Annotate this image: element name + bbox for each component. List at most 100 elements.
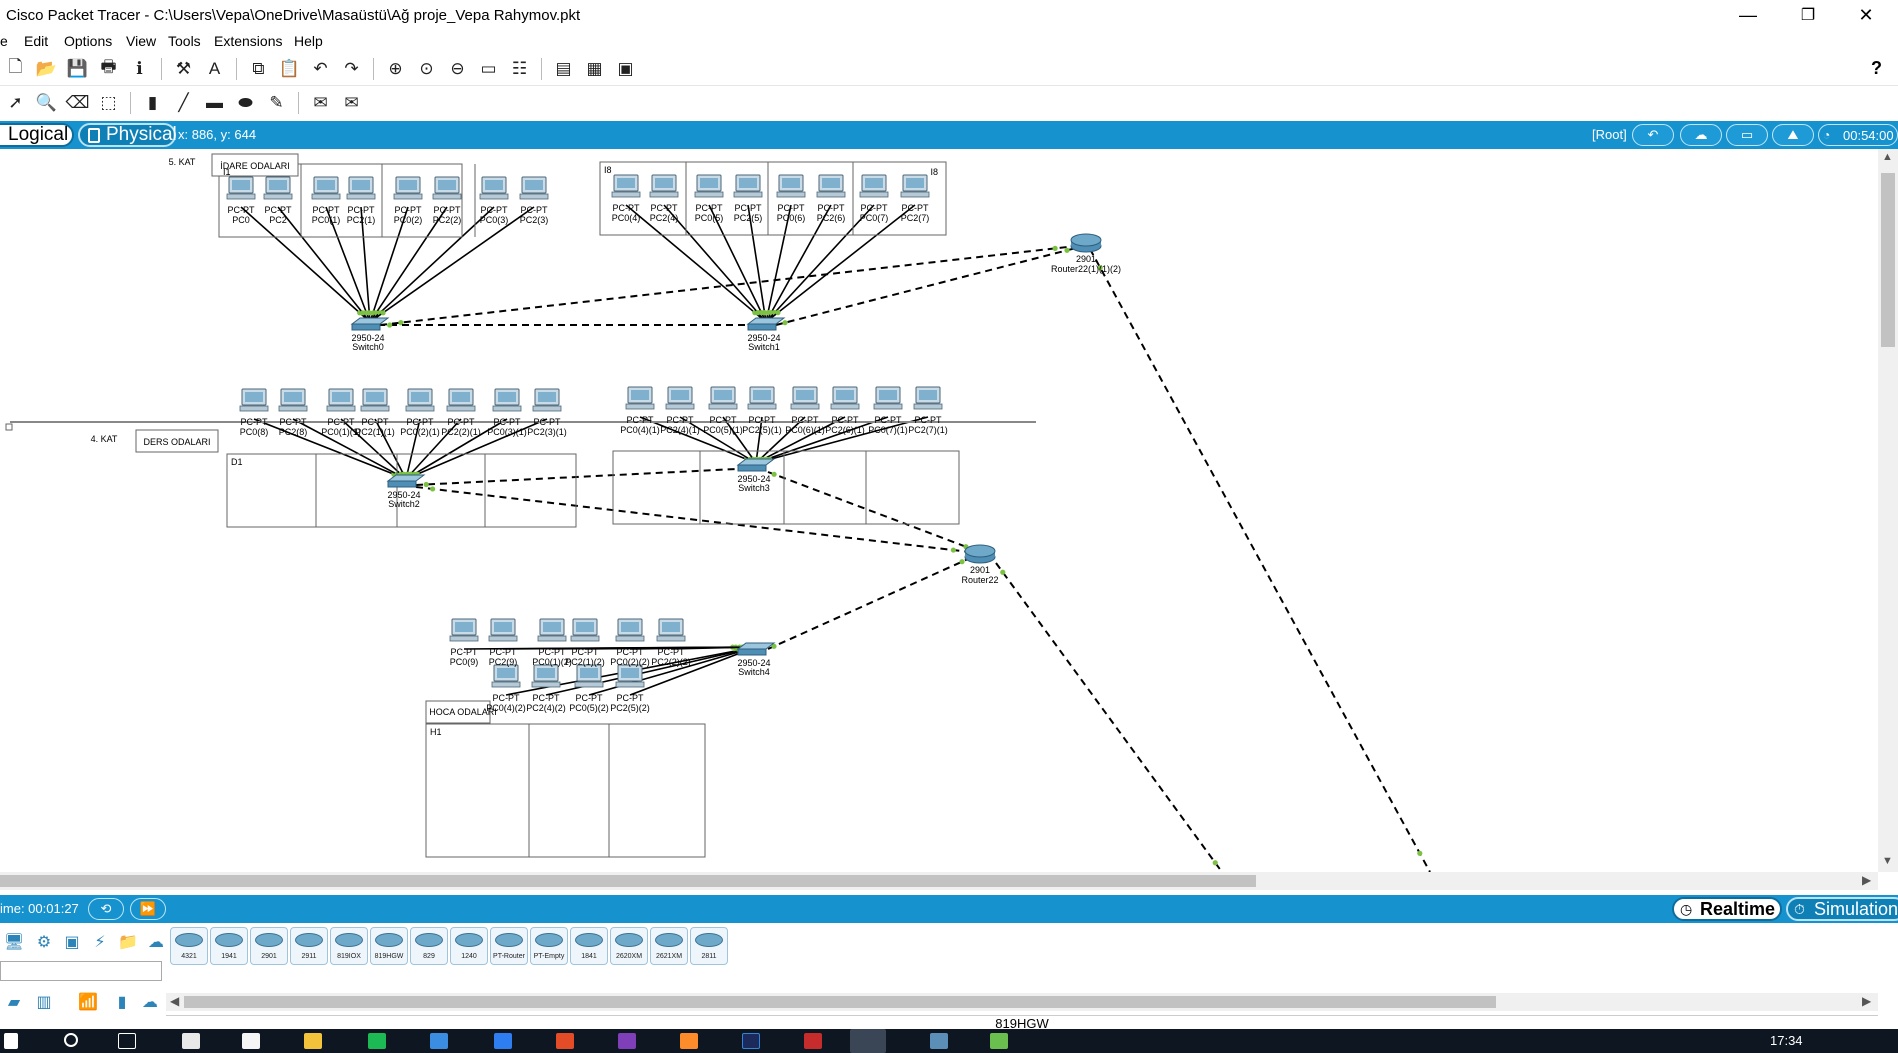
canvas-vertical-scrollbar[interactable]: ▲ ▼ xyxy=(1878,149,1898,872)
resize-icon[interactable]: ⬚ xyxy=(100,93,117,112)
close-button[interactable]: ✕ xyxy=(1858,4,1874,25)
packet-tracer-task-icon[interactable] xyxy=(850,1029,886,1053)
rectangle-icon[interactable]: ▬ xyxy=(206,93,223,112)
pc-icon[interactable] xyxy=(491,664,521,688)
device-pt-router[interactable]: PT-Router xyxy=(490,927,528,965)
simulation-mode-button[interactable]: ⏱ Simulation xyxy=(1786,897,1898,921)
pc-icon[interactable] xyxy=(537,618,567,642)
menu-item-extensions[interactable]: Extensions xyxy=(214,33,283,49)
router-icon[interactable]: ▣ xyxy=(64,934,80,951)
vertical-scroll-thumb[interactable] xyxy=(1881,173,1895,347)
start-icon[interactable] xyxy=(4,1033,18,1049)
ethernet-link[interactable] xyxy=(765,204,832,323)
device-829[interactable]: 829 xyxy=(410,927,448,965)
ethernet-link[interactable] xyxy=(405,418,548,480)
pc-icon[interactable] xyxy=(360,388,390,412)
browser-icon[interactable] xyxy=(990,1033,1008,1049)
note-icon[interactable]: ▮ xyxy=(147,93,158,112)
pc-icon[interactable] xyxy=(263,176,293,200)
pc-icon[interactable] xyxy=(574,664,604,688)
menu-item-view[interactable]: View xyxy=(126,33,157,49)
pc-icon[interactable] xyxy=(656,618,686,642)
pc-icon[interactable] xyxy=(531,664,561,688)
palette-scrollbar[interactable]: ◀ ▶ xyxy=(166,993,1878,1011)
ethernet-link[interactable] xyxy=(755,416,889,464)
pc-icon[interactable] xyxy=(479,176,509,200)
cluster-icon[interactable]: ☁ xyxy=(1680,124,1722,146)
ethernet-link[interactable] xyxy=(405,418,462,480)
select-icon[interactable]: ➚ xyxy=(8,93,23,112)
pc-icon[interactable] xyxy=(694,174,724,198)
pc-icon[interactable] xyxy=(615,664,645,688)
menu-item-e[interactable]: e xyxy=(0,33,8,49)
line-icon[interactable]: ╱ xyxy=(178,93,189,112)
ethernet-link[interactable] xyxy=(755,416,806,464)
ethernet-link[interactable] xyxy=(340,418,407,480)
device-2911[interactable]: 2911 xyxy=(290,927,328,965)
pc-icon[interactable] xyxy=(873,386,903,410)
device-pt-empty[interactable]: PT-Empty xyxy=(530,927,568,965)
ethernet-link[interactable] xyxy=(747,204,767,323)
network-wizard-icon[interactable]: ⚒ xyxy=(175,58,192,78)
misc-icon[interactable]: 📁 xyxy=(118,934,138,951)
pc-icon[interactable] xyxy=(611,174,641,198)
switch-icon[interactable] xyxy=(386,474,426,488)
serial-link[interactable] xyxy=(415,467,757,486)
ethernet-link[interactable] xyxy=(765,204,916,323)
search-icon[interactable] xyxy=(64,1033,78,1047)
pc-icon[interactable] xyxy=(532,388,562,412)
device-1240[interactable]: 1240 xyxy=(450,927,488,965)
router-icon[interactable] xyxy=(964,544,996,564)
device-1941[interactable]: 1941 xyxy=(210,927,248,965)
info-icon[interactable]: ℹ xyxy=(136,58,143,78)
restore-button[interactable]: ❐ xyxy=(1800,7,1816,24)
inspect-icon[interactable]: 🔍 xyxy=(35,93,58,112)
ethernet-link[interactable] xyxy=(765,204,792,323)
store-icon[interactable] xyxy=(182,1033,200,1049)
ethernet-link[interactable] xyxy=(253,418,407,480)
pc-icon[interactable] xyxy=(859,174,889,198)
chrome-icon[interactable] xyxy=(556,1033,574,1049)
custom-device-icon[interactable]: ☷ xyxy=(511,58,528,78)
delete-icon[interactable]: ⌫ xyxy=(65,93,90,112)
new-file-icon[interactable]: 🗋 xyxy=(8,57,23,76)
pc-icon[interactable] xyxy=(615,618,645,642)
scroll-up-icon[interactable]: ▲ xyxy=(1882,151,1893,163)
wireless-icon[interactable]: 📶 xyxy=(78,994,98,1011)
paste-icon[interactable]: 📋 xyxy=(278,58,301,78)
physical-tab[interactable]: Physical xyxy=(78,123,177,147)
root-breadcrumb[interactable]: [Root] xyxy=(1592,127,1627,142)
scroll-down-icon[interactable]: ▼ xyxy=(1882,855,1893,867)
separator-handle[interactable] xyxy=(5,423,13,431)
pc-icon[interactable] xyxy=(449,618,479,642)
multiuser-icon[interactable]: ☁ xyxy=(142,994,158,1011)
scroll-right-icon[interactable]: ▶ xyxy=(1862,873,1872,887)
ethernet-link[interactable] xyxy=(663,204,767,323)
mail-icon[interactable] xyxy=(242,1033,260,1049)
device-2811[interactable]: 2811 xyxy=(690,927,728,965)
back-icon[interactable]: ↶ xyxy=(1632,124,1674,146)
teams-icon[interactable] xyxy=(494,1033,512,1049)
pc-icon[interactable] xyxy=(278,388,308,412)
category-selector[interactable] xyxy=(0,961,162,981)
help-button[interactable]: ? xyxy=(1871,58,1882,78)
explorer-icon[interactable] xyxy=(304,1033,322,1049)
end-device-icon[interactable]: 🖥 xyxy=(3,934,25,951)
pc-icon[interactable] xyxy=(226,176,256,200)
device-819iox[interactable]: 819IOX xyxy=(330,927,368,965)
text-icon[interactable]: A xyxy=(208,58,221,78)
pc-icon[interactable] xyxy=(519,176,549,200)
pc-icon[interactable] xyxy=(570,618,600,642)
ethernet-link[interactable] xyxy=(360,206,371,323)
serial-link[interactable] xyxy=(379,245,1077,326)
serial-link[interactable] xyxy=(767,471,973,550)
pc-icon[interactable] xyxy=(733,174,763,198)
serial-link[interactable] xyxy=(1089,248,1431,872)
ethernet-link[interactable] xyxy=(755,416,846,464)
serial-link[interactable] xyxy=(775,247,1077,326)
save-icon[interactable]: 💾 xyxy=(66,58,89,78)
ellipse-icon[interactable]: ⬬ xyxy=(238,93,253,112)
device-819hgw[interactable]: 819HGW xyxy=(370,927,408,965)
